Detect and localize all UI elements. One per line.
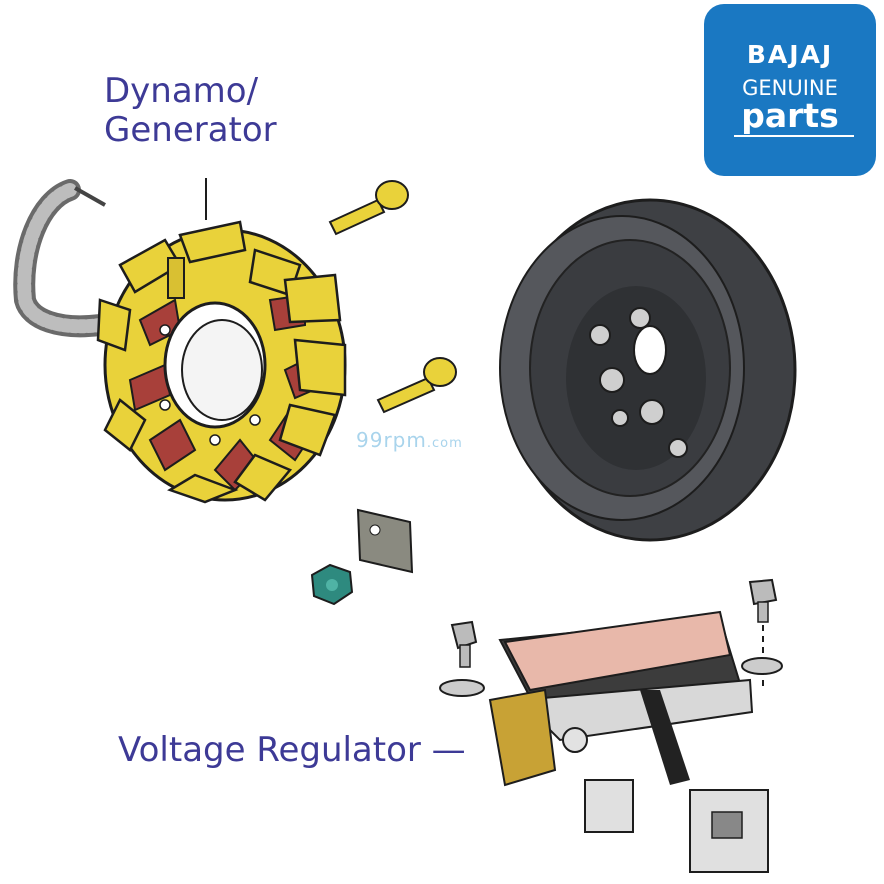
bajaj-genuine-parts-logo: BAJAJ GENUINE parts <box>704 4 876 176</box>
watermark-suffix: .com <box>426 436 463 451</box>
voltage-regulator <box>488 610 769 873</box>
stator-bolt-bottom <box>376 357 457 414</box>
flywheel-rotor <box>499 198 797 542</box>
logo-parts: parts <box>741 96 839 135</box>
dynamo-generator-label: Dynamo/ Generator <box>104 71 277 151</box>
regulator-bolt-left <box>439 620 485 697</box>
dynamo-label-line2: Generator <box>104 110 277 151</box>
stator-bolt-top <box>328 180 409 236</box>
logo-underline <box>734 135 854 137</box>
voltage-regulator-label: Voltage Regulator — <box>118 730 466 770</box>
watermark: 99rpm.com <box>356 428 463 452</box>
dynamo-label-line1: Dynamo/ <box>104 71 259 111</box>
mounting-clip <box>356 508 414 574</box>
watermark-main: 99rpm <box>356 428 427 452</box>
logo-genuine: GENUINE <box>742 76 838 100</box>
stator-assembly <box>96 220 347 504</box>
regulator-bolt-right <box>741 578 783 690</box>
hex-bolt-green <box>310 563 354 606</box>
logo-brand: BAJAJ <box>746 40 834 69</box>
